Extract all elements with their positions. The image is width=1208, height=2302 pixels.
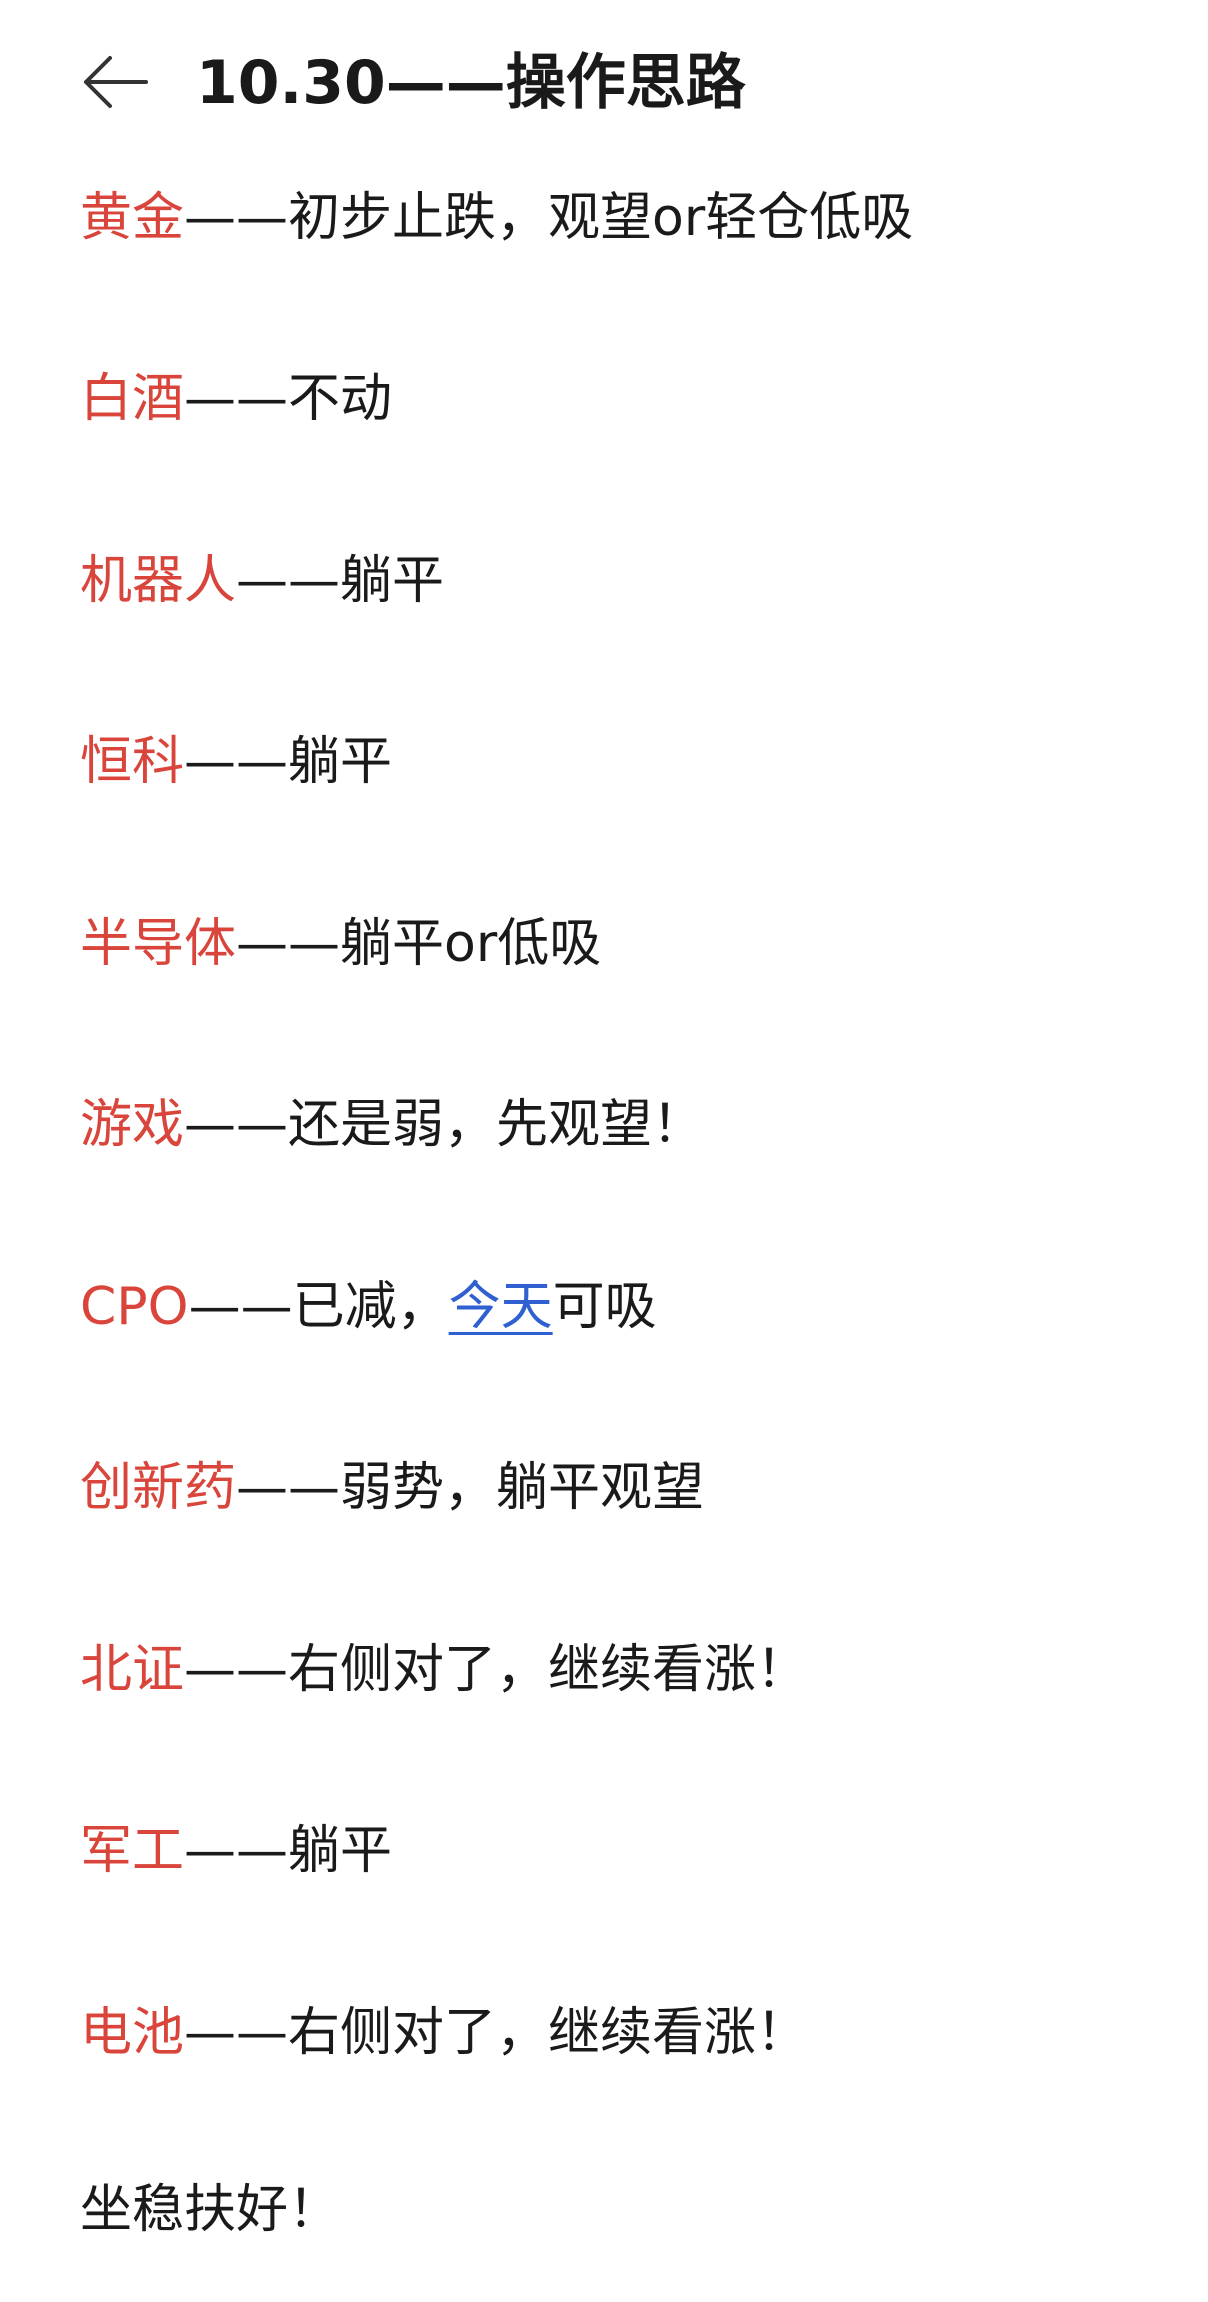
item-text: ——不动 xyxy=(184,369,393,429)
item-text: ——还是弱，先观望！ xyxy=(184,1095,705,1155)
item-key: 游戏 xyxy=(80,1095,185,1155)
item-key: 机器人 xyxy=(80,551,237,611)
item-key: 恒科 xyxy=(80,732,185,792)
list-item: 机器人——躺平 xyxy=(80,549,444,613)
list-item: 半导体——躺平or低吸 xyxy=(80,912,601,976)
list-item: 创新药——弱势，躺平观望 xyxy=(80,1456,704,1520)
item-key: CPO xyxy=(80,1277,189,1337)
item-text: ——躺平 xyxy=(184,1821,393,1881)
list-item: 恒科——躺平 xyxy=(80,730,392,794)
closing-text: 坐稳扶好！ xyxy=(80,2180,341,2240)
back-button[interactable] xyxy=(80,52,150,112)
item-key: 创新药 xyxy=(80,1458,237,1518)
header: 10.30——操作思路 xyxy=(0,30,1208,130)
item-key: 电池 xyxy=(80,2003,185,2063)
list-item: 军工——躺平 xyxy=(80,1819,392,1883)
arrow-left-icon xyxy=(84,56,148,108)
today-link[interactable]: 今天 xyxy=(448,1277,553,1337)
list-item: 游戏——还是弱，先观望！ xyxy=(80,1093,704,1157)
item-text-after: 可吸 xyxy=(552,1277,657,1337)
list-item: 白酒——不动 xyxy=(80,367,392,431)
item-key: 黄金 xyxy=(80,188,185,248)
page-title: 10.30——操作思路 xyxy=(196,48,746,118)
list-item: 黄金——初步止跌，观望or轻仓低吸 xyxy=(80,186,913,250)
item-text: ——躺平 xyxy=(236,551,445,611)
list-item: 电池——右侧对了，继续看涨！ xyxy=(80,2001,808,2065)
item-key: 军工 xyxy=(80,1821,185,1881)
item-text: ——初步止跌，观望or轻仓低吸 xyxy=(184,188,914,248)
item-key: 半导体 xyxy=(80,914,237,974)
item-text: ——右侧对了，继续看涨！ xyxy=(184,1640,809,1700)
item-text: ——躺平or低吸 xyxy=(236,914,602,974)
item-text: ——弱势，躺平观望 xyxy=(236,1458,705,1518)
item-key: 白酒 xyxy=(80,369,185,429)
list-item: CPO——已减，今天可吸 xyxy=(80,1275,657,1339)
item-text: ——已减， xyxy=(188,1277,449,1337)
item-key: 北证 xyxy=(80,1640,185,1700)
item-text: ——右侧对了，继续看涨！ xyxy=(184,2003,809,2063)
item-text: ——躺平 xyxy=(184,732,393,792)
list-item: 北证——右侧对了，继续看涨！ xyxy=(80,1638,808,1702)
